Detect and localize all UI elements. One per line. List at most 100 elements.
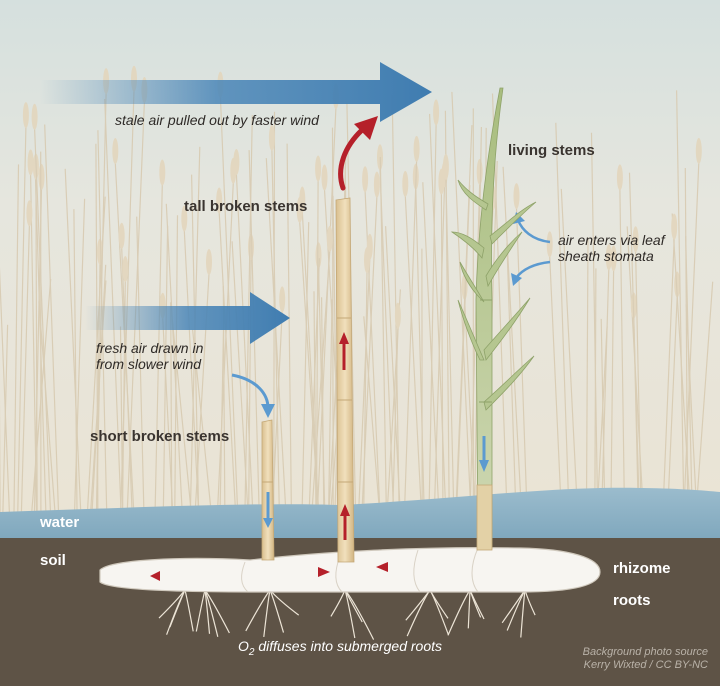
background-reed bbox=[662, 238, 675, 521]
soil-label: soil bbox=[40, 552, 66, 569]
root-strand bbox=[166, 589, 186, 635]
background-reed bbox=[357, 258, 371, 521]
background-reed bbox=[451, 91, 472, 521]
background-reed bbox=[35, 178, 38, 521]
background-reed-plume bbox=[181, 205, 188, 232]
background-reed bbox=[440, 193, 444, 521]
background-reed-plume bbox=[442, 153, 449, 180]
background-reed-plume bbox=[279, 286, 286, 313]
background-reed bbox=[682, 162, 700, 521]
inflow-arrowhead-icon bbox=[261, 404, 275, 418]
background-reed bbox=[271, 149, 281, 521]
tall-stem-up-arrow-upper-icon bbox=[339, 332, 349, 344]
background-reed-plume bbox=[362, 166, 369, 193]
tall-stem-up-arrow-lower-icon bbox=[340, 504, 350, 516]
background-reed bbox=[73, 209, 78, 521]
stale-air-label: stale air pulled out by faster wind bbox=[115, 112, 319, 128]
background-reed bbox=[20, 225, 30, 521]
background-reed bbox=[64, 168, 82, 521]
tall-broken-stem bbox=[335, 197, 355, 563]
background-reed bbox=[316, 108, 337, 521]
background-reed bbox=[216, 182, 234, 521]
background-reed bbox=[469, 183, 481, 521]
background-reed bbox=[502, 166, 523, 521]
background-reed bbox=[121, 247, 133, 521]
background-reed-plume bbox=[112, 138, 119, 164]
living-stem-down-arrow-icon bbox=[479, 460, 489, 472]
background-reed-plume bbox=[433, 99, 440, 126]
background-reed-plume bbox=[26, 200, 33, 227]
background-reed-plume bbox=[364, 247, 370, 274]
background-reed-plume bbox=[671, 213, 678, 240]
roots-label: roots bbox=[613, 592, 651, 609]
background-reed bbox=[34, 128, 52, 521]
short-broken-stems-label: short broken stems bbox=[90, 428, 230, 445]
background-reed bbox=[321, 297, 325, 521]
water-label: water bbox=[40, 514, 80, 531]
background-reed bbox=[422, 182, 440, 521]
air-enters-label: air enters via leaf sheath stomata bbox=[558, 232, 665, 265]
background-reed-plume bbox=[326, 225, 333, 252]
background-reed bbox=[515, 208, 528, 521]
background-reed bbox=[585, 237, 589, 521]
background-reed bbox=[317, 267, 326, 521]
background-reed bbox=[560, 188, 579, 521]
background-reed-plume bbox=[632, 226, 639, 253]
background-reed bbox=[73, 198, 86, 521]
fresh-air-label: fresh air drawn in from slower wind bbox=[96, 340, 204, 373]
background-reed bbox=[454, 125, 473, 521]
short-stem-down-arrow-icon bbox=[263, 518, 273, 528]
background-reed bbox=[162, 225, 169, 521]
background-reed bbox=[0, 267, 11, 521]
background-reed bbox=[428, 124, 437, 521]
o2-rest-text: diffuses into submerged roots bbox=[254, 638, 442, 654]
living-stem bbox=[450, 87, 537, 551]
background-reed bbox=[385, 226, 402, 521]
background-reed-plume bbox=[38, 163, 45, 190]
fast-wind-arrow-icon bbox=[40, 62, 432, 122]
background-reed-plume bbox=[230, 157, 237, 184]
background-reed bbox=[119, 90, 135, 521]
background-reed bbox=[628, 172, 641, 521]
background-reed bbox=[192, 329, 213, 521]
background-reed-plume bbox=[394, 302, 401, 329]
background-reed-plume bbox=[159, 159, 166, 186]
background-reed-plume bbox=[610, 245, 617, 272]
background-reed bbox=[308, 258, 320, 521]
background-reed bbox=[404, 195, 423, 521]
background-reed bbox=[194, 273, 210, 521]
background-reed bbox=[676, 90, 685, 521]
short-broken-stem bbox=[261, 419, 275, 561]
background-reed bbox=[30, 278, 52, 521]
background-reed-plume bbox=[616, 164, 623, 191]
living-stems-label: living stems bbox=[508, 142, 595, 159]
background-reed-plume bbox=[513, 183, 520, 210]
water-layer bbox=[0, 487, 720, 540]
outflow-arrowhead-icon bbox=[354, 116, 378, 140]
stale-air-outflow-arrow-icon bbox=[338, 127, 365, 191]
background-reed bbox=[154, 184, 163, 521]
background-reed bbox=[218, 212, 237, 521]
rhizome bbox=[99, 547, 601, 593]
background-reed-plume bbox=[206, 249, 212, 275]
background-reed bbox=[13, 164, 20, 521]
background-reed bbox=[183, 230, 200, 521]
background-reed bbox=[299, 221, 320, 521]
background-reed bbox=[17, 127, 27, 521]
background-reed bbox=[364, 191, 381, 521]
o2-symbol: O bbox=[238, 638, 249, 654]
background-reed bbox=[379, 156, 388, 521]
background-reed-plume bbox=[402, 170, 409, 197]
background-reed bbox=[619, 189, 626, 521]
background-reed bbox=[313, 291, 317, 521]
background-reed-plume bbox=[97, 238, 103, 265]
background-reed-plume bbox=[216, 187, 223, 214]
background-reed bbox=[549, 256, 563, 521]
background-reed-plume bbox=[546, 231, 553, 258]
background-reed bbox=[162, 317, 174, 521]
background-reed-plume bbox=[31, 103, 38, 130]
background-reed bbox=[174, 215, 179, 521]
background-reed bbox=[286, 143, 293, 521]
tall-broken-stems-label: tall broken stems bbox=[184, 198, 308, 215]
background-reed-plume bbox=[438, 168, 445, 195]
